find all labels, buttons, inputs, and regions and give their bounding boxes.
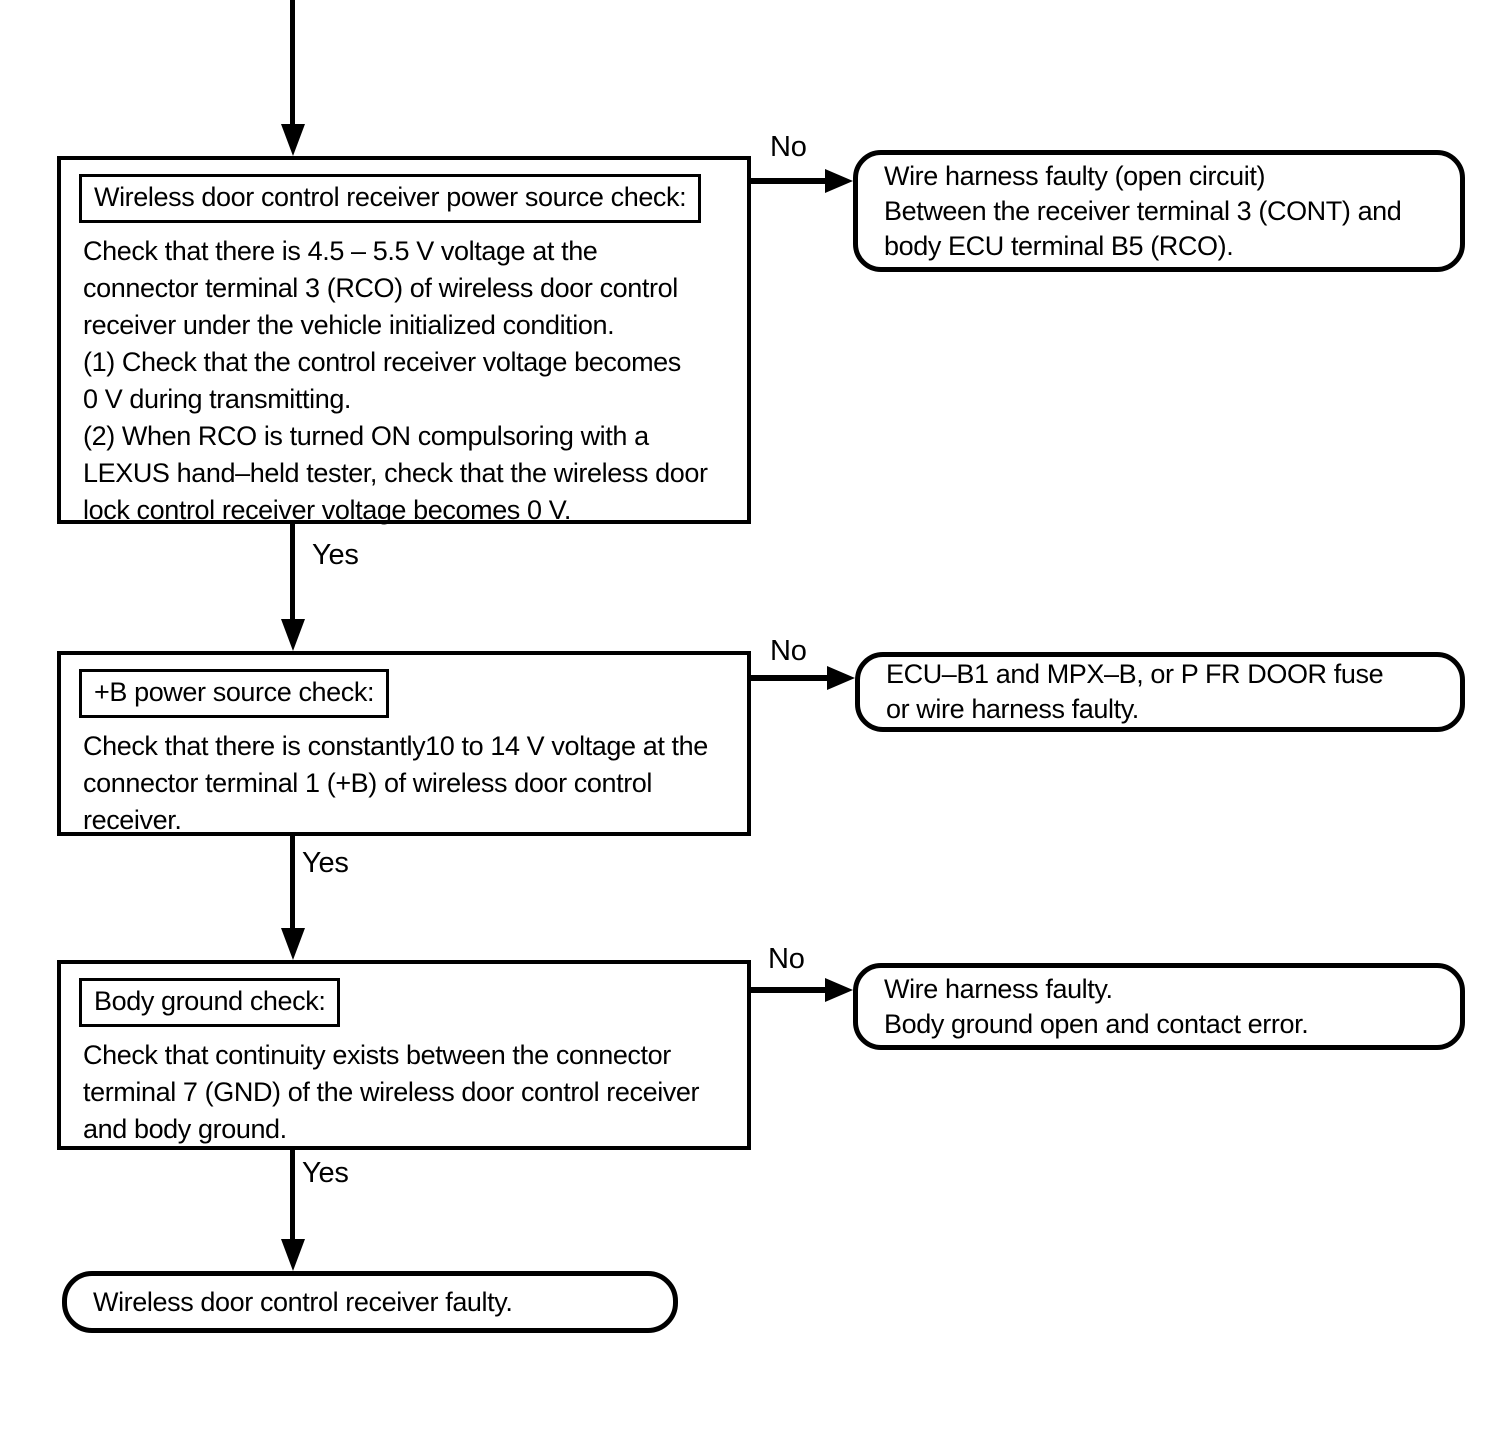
yes-label-2: Yes xyxy=(302,847,349,879)
step-box-receiver-power-source-check: Wireless door control receiver power sou… xyxy=(57,156,751,525)
step1-body: Check that there is 4.5 – 5.5 V voltage … xyxy=(83,236,708,525)
no-connector-line-1 xyxy=(751,178,825,184)
step1-title: Wireless door control receiver power sou… xyxy=(79,174,702,223)
no-label-1: No xyxy=(770,131,807,163)
yes-connector-line-2 xyxy=(290,836,295,928)
no-outcome-text-2: ECU–B1 and MPX–B, or P FR DOOR fuse or w… xyxy=(886,659,1384,724)
final-outcome-text: Wireless door control receiver faulty. xyxy=(93,1286,513,1317)
entry-arrowhead-icon xyxy=(281,124,305,156)
no-arrowhead-3-icon xyxy=(825,978,853,1002)
no-arrowhead-2-icon xyxy=(827,666,855,690)
no-connector-line-2 xyxy=(751,675,827,681)
no-label-3: No xyxy=(768,943,805,975)
no-label-2: No xyxy=(770,635,807,667)
no-outcome-box-2: ECU–B1 and MPX–B, or P FR DOOR fuse or w… xyxy=(855,652,1465,732)
yes-arrowhead-2-icon xyxy=(281,928,305,960)
no-arrowhead-1-icon xyxy=(825,169,853,193)
no-outcome-box-3: Wire harness faulty. Body ground open an… xyxy=(853,963,1465,1050)
entry-connector-line xyxy=(290,0,295,124)
yes-arrowhead-1-icon xyxy=(281,619,305,651)
no-outcome-text-3: Wire harness faulty. Body ground open an… xyxy=(884,973,1309,1039)
yes-arrowhead-3-icon xyxy=(281,1239,305,1271)
final-outcome-box: Wireless door control receiver faulty. xyxy=(62,1271,678,1333)
no-outcome-box-1: Wire harness faulty (open circuit) Betwe… xyxy=(853,150,1465,272)
yes-label-1: Yes xyxy=(312,539,359,571)
step-box-plus-b-power-source-check: +B power source check: Check that there … xyxy=(57,651,751,836)
step3-body: Check that continuity exists between the… xyxy=(83,1040,700,1144)
no-connector-line-3 xyxy=(751,987,825,993)
step2-body: Check that there is constantly10 to 14 V… xyxy=(83,731,708,835)
yes-connector-line-3 xyxy=(290,1150,295,1239)
step2-title: +B power source check: xyxy=(79,669,390,718)
step-box-body-ground-check: Body ground check: Check that continuity… xyxy=(57,960,751,1150)
step3-title: Body ground check: xyxy=(79,978,341,1027)
no-outcome-text-1: Wire harness faulty (open circuit) Betwe… xyxy=(884,160,1402,261)
yes-label-3: Yes xyxy=(302,1157,349,1189)
yes-connector-line-1 xyxy=(290,524,295,619)
